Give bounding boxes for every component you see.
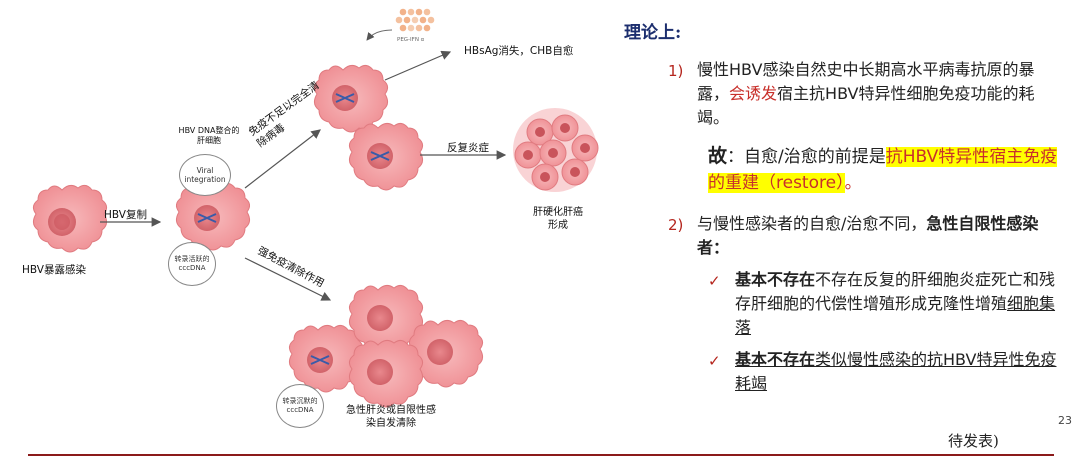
item1-text: 慢性HBV感染自然史中长期高水平病毒抗原的暴露，会诱发宿主抗HBV特异性细胞免疫…	[697, 58, 1065, 130]
hbv-replication-label: HBV复制	[104, 209, 147, 221]
item1-number: 1)	[668, 62, 684, 80]
cell-exposure	[32, 184, 108, 253]
arrow-strong-clearance	[244, 257, 332, 301]
viral-integration-text: Viral integration	[184, 166, 226, 184]
cell-cluster	[513, 108, 599, 192]
viral-integration-note: Viral integration	[179, 154, 231, 196]
check2-bold: 基本不存在	[735, 350, 816, 369]
section-heading: 理论上:	[624, 23, 682, 43]
check-icon: ✓	[708, 272, 721, 290]
item2-part-a: 与慢性感染者的自愈/治愈不同，	[697, 214, 927, 233]
silent-cccdna-note: 转录沉默的cccDNA	[276, 384, 324, 428]
footer-note: 待发表)	[948, 432, 999, 450]
arrow-hbsag	[384, 50, 452, 81]
acute-hepatitis-label: 急性肝炎或自限性感染自发清除	[346, 405, 436, 429]
cell-upper	[313, 64, 389, 133]
check2-rest: 类似慢性感染的抗HBV特异性免疫耗竭	[735, 350, 1057, 393]
pegifn-label: PEG-IFN α	[397, 37, 425, 43]
pegifn-particles	[395, 8, 435, 32]
transcriptionally-active-note: 转录活跃的cccDNA	[168, 242, 216, 286]
item2-number: 2)	[668, 216, 684, 234]
text-panel: 理论上:	[624, 18, 1074, 43]
therefore-label: 故	[708, 145, 728, 167]
hbv-diagram	[32, 8, 599, 408]
therefore-text: 故：自愈/治愈的前提是抗HBV特异性宿主免疫的重建（restore）。	[708, 143, 1070, 196]
therefore-end: 。	[844, 173, 862, 193]
check1-underlined: 细胞集落	[735, 294, 1056, 337]
check1-text: 基本不存在不存在反复的肝细胞炎症死亡和残存肝细胞的代偿性增殖形成克隆性增殖细胞集…	[735, 268, 1071, 340]
therefore-mid: ：自愈/治愈的前提是	[727, 147, 886, 167]
check-icon: ✓	[708, 352, 721, 370]
footer-divider	[28, 454, 1054, 456]
item1-red: 会诱发	[729, 84, 778, 103]
cell-bottom-3	[408, 319, 484, 388]
repeated-inflammation-label: 反复炎症	[447, 142, 489, 154]
silent-cccdna-text: 转录沉默的cccDNA	[282, 397, 318, 414]
item2-bold: 急性自限性感染者：	[697, 214, 1039, 257]
check1-bold: 基本不存在	[735, 270, 816, 289]
check2-text: 基本不存在类似慢性感染的抗HBV特异性免疫耗竭	[735, 348, 1071, 396]
arrow-insufficient	[244, 129, 321, 189]
cell-bottom-1	[288, 324, 364, 393]
item1-part-b: 宿主抗HBV特异性细胞免疫功能的耗竭。	[697, 84, 1035, 127]
cirrhosis-label: 肝硬化肝癌形成	[533, 207, 583, 231]
hbv-exposure-label: HBV暴露感染	[22, 264, 86, 276]
transcriptionally-active-text: 转录活跃的cccDNA	[174, 255, 210, 272]
pegifn-arrow	[366, 29, 393, 41]
hbsag-label: HBsAg消失，CHB自愈	[464, 45, 574, 57]
check1-rest: 不存在反复的肝细胞炎症死亡和残存肝细胞的代偿性增殖形成克隆性增殖	[735, 270, 1056, 313]
cell-middle	[348, 122, 424, 191]
cell-integrated	[175, 182, 251, 251]
item2-text: 与慢性感染者的自愈/治愈不同，急性自限性感染者：	[697, 212, 1067, 260]
integrated-cell-label: HBV DNA整合的肝细胞	[178, 126, 240, 145]
page-number: 23	[1058, 414, 1072, 427]
item1-part-a: 慢性HBV感染自然史中长期高水平病毒抗原的暴露，	[697, 60, 1035, 103]
cell-bottom-4	[348, 339, 424, 408]
